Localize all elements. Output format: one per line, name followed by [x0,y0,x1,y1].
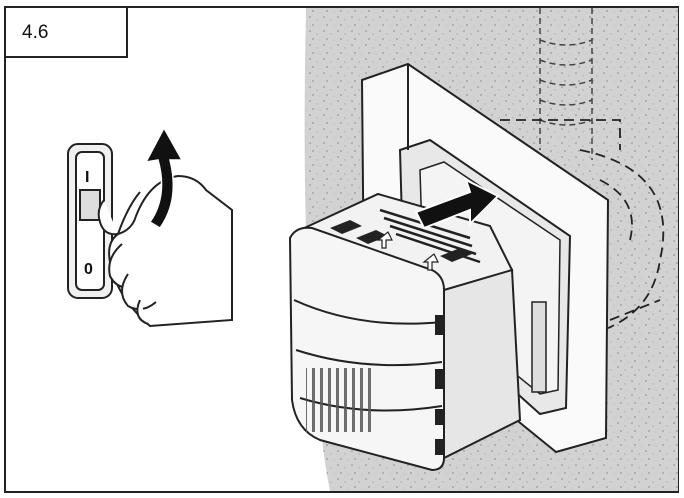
step-number: 4.6 [22,22,49,43]
rotate-up-arrow-icon [144,126,184,229]
step-number-box: 4.6 [4,6,128,58]
hand-illustration [97,174,233,328]
lens-grille [306,368,376,432]
sensor-module [288,192,522,472]
flush-box-outline [500,119,665,341]
switch-on-mark: I [85,169,89,186]
alignment-arrows [376,231,439,271]
conduit-pipe [539,8,593,160]
switch-off-mark: 0 [84,261,93,278]
power-switch-icon [67,143,113,299]
push-arrow-icon [414,178,500,230]
